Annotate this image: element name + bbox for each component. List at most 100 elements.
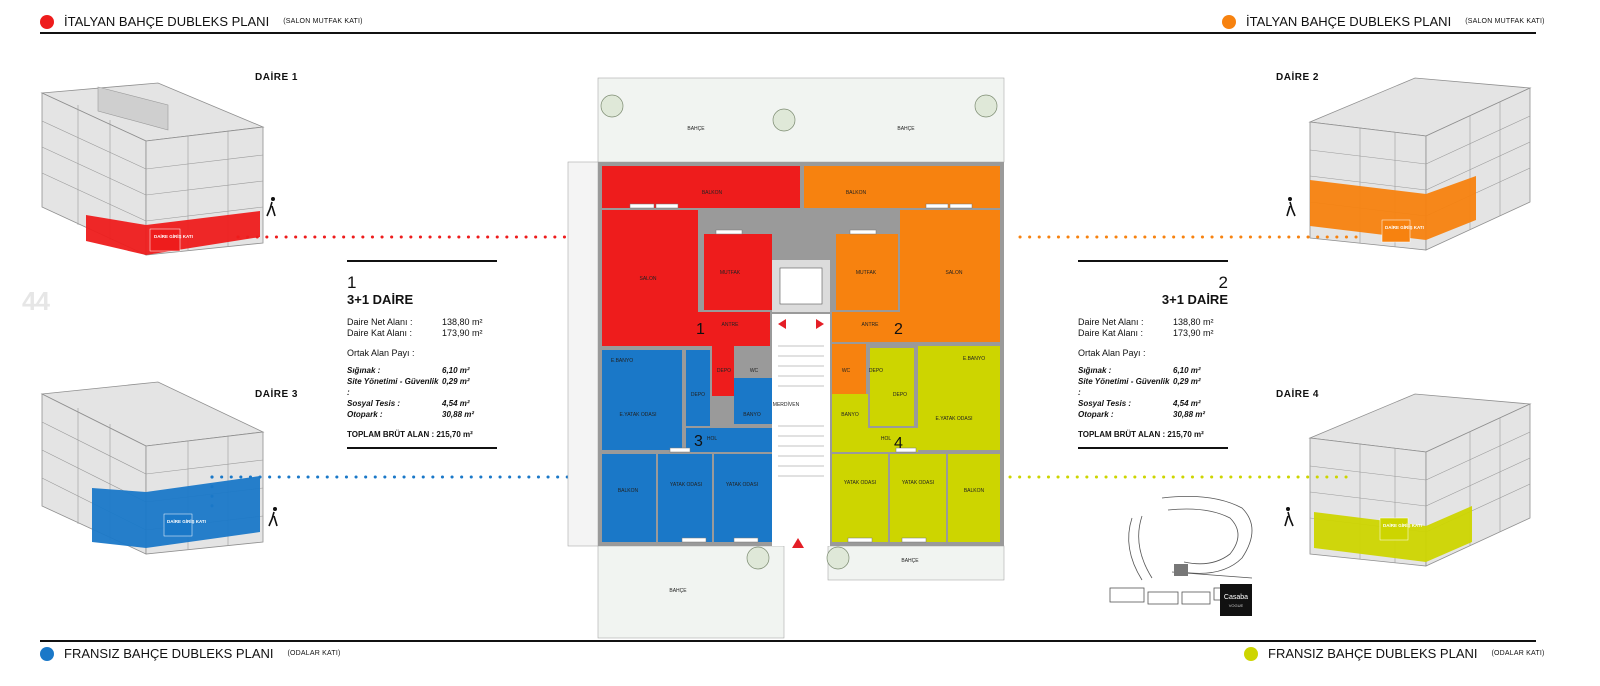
header-title: FRANSIZ BAHÇE DUBLEKS PLANI (1268, 646, 1478, 661)
header-bottom-left: FRANSIZ BAHÇE DUBLEKS PLANI (ODALAR KATI… (40, 646, 341, 661)
info-row-net: Daire Net Alanı :138,80 m² (347, 317, 497, 328)
legend-dot-yellow (1244, 646, 1258, 661)
info-label: Daire Net Alanı : (1078, 317, 1144, 327)
entry-label: DAİRE GİRİŞ KATI (154, 233, 193, 239)
room-label-bahce: BAHÇE (901, 558, 919, 564)
unit-label-daire4: DAİRE 4 (1276, 389, 1319, 400)
room-label-balkon: BALKON (702, 190, 723, 196)
unit-number-2: 2 (894, 321, 903, 338)
entry-label: DAİRE GİRİŞ KATI (167, 518, 206, 524)
info-row-item: Site Yönetimi - Güvenlik :0,29 m² (347, 376, 497, 398)
page-number: 44 (22, 286, 50, 316)
room-label-banyo: BANYO (743, 412, 761, 418)
person-figure (1286, 197, 1296, 217)
info-total: TOPLAM BRÜT ALAN : 215,70 m² (347, 430, 473, 439)
header-subtitle: (SALON MUTFAK KATI) (1465, 18, 1545, 25)
room-label-e-yatak: E.YATAK ODASI (936, 416, 973, 422)
unit-number-3: 3 (694, 433, 703, 450)
info-label: Daire Kat Alanı : (347, 328, 413, 338)
info-top-rule (347, 260, 497, 262)
info-value: 30,88 m² (1173, 410, 1206, 419)
info-label: Sosyal Tesis : (347, 399, 401, 408)
person-figure (1284, 507, 1294, 527)
room-label-mutfak: MUTFAK (720, 270, 741, 276)
header-title: FRANSIZ BAHÇE DUBLEKS PLANI (64, 646, 274, 661)
room-label-yatak: YATAK ODASI (844, 480, 876, 486)
info-value: 0,29 m² (1173, 377, 1201, 386)
room-label-yatak: YATAK ODASI (726, 482, 758, 488)
room-label-salon: SALON (640, 276, 657, 282)
info-value: 138,80 m² (442, 317, 483, 327)
axonometric-building-daire2: DAİRE GİRİŞ KATI (1308, 77, 1532, 251)
info-panel-daire1: 1 3+1 DAİRE Daire Net Alanı :138,80 m² D… (347, 260, 497, 449)
entry-label: DAİRE GİRİŞ KATI (1383, 522, 1422, 528)
room-label-bahce: BAHÇE (687, 126, 705, 132)
room-label-yatak: YATAK ODASI (902, 480, 934, 486)
room-label-wc: WC (750, 368, 759, 374)
left-strip (567, 161, 599, 547)
room-label-salon: SALON (946, 270, 963, 276)
room-label-balkon: BALKON (846, 190, 867, 196)
header-bottom-right: FRANSIZ BAHÇE DUBLEKS PLANI (ODALAR KATI… (1244, 646, 1545, 661)
info-row-item: Otopark : 30,88 m² (1078, 409, 1228, 420)
info-bottom-rule (1078, 447, 1228, 449)
info-unit-number: 1 (347, 273, 357, 292)
header-subtitle: (SALON MUTFAK KATI) (283, 18, 363, 25)
info-label: Site Yönetimi - Güvenlik : (1078, 377, 1170, 397)
info-value: 30,88 m² (442, 410, 475, 419)
info-bottom-rule (347, 447, 497, 449)
arrow-left-icon (778, 319, 786, 329)
info-value: 6,10 m² (442, 366, 470, 375)
info-row-kat: Daire Kat Alanı :173,90 m² (347, 328, 497, 339)
legend-dot-orange (1222, 14, 1236, 29)
svg-text:VOGUE: VOGUE (1229, 603, 1244, 608)
room-label-e-banyo: E.BANYO (963, 356, 985, 362)
room-label-mutfak: MUTFAK (856, 270, 877, 276)
info-label: Sosyal Tesis : (1078, 399, 1132, 408)
person-figure (268, 507, 278, 527)
room-label-depo: DEPO (893, 392, 907, 398)
room-label-e-banyo: E.BANYO (611, 358, 633, 364)
arrow-right-icon (816, 319, 824, 329)
room-label-hol: HOL (707, 436, 718, 442)
legend-dot-blue (40, 646, 54, 661)
info-value: 4,54 m² (442, 399, 470, 408)
room-label-bahce: BAHÇE (897, 126, 915, 132)
info-label: Site Yönetimi - Güvenlik : (347, 377, 439, 397)
site-plan-map (1109, 495, 1253, 605)
header-subtitle: (ODALAR KATI) (287, 650, 341, 657)
info-value: 173,90 m² (1173, 328, 1214, 338)
room-label-balkon: BALKON (618, 488, 639, 494)
room-label-depo: DEPO (717, 368, 731, 374)
tree-icon (600, 94, 998, 570)
info-top-rule (1078, 260, 1228, 262)
header-subtitle: (ODALAR KATI) (1491, 650, 1545, 657)
floor-plan: BAHÇE BAHÇE BAHÇE BAHÇE BALKON BALKON BA… (567, 77, 1005, 639)
room-label-antre: ANTRE (722, 322, 740, 328)
info-label: Sığınak : (347, 366, 381, 375)
unit-label-daire1: DAİRE 1 (255, 72, 298, 83)
info-row-net: Daire Net Alanı :138,80 m² (1078, 317, 1228, 328)
brand-logo: Casaba VOGUE (1220, 584, 1252, 616)
info-row-kat: Daire Kat Alanı :173,90 m² (1078, 328, 1228, 339)
room-label-hol: HOL (881, 436, 892, 442)
room-label-depo: DEPO (691, 392, 705, 398)
axonometric-building-daire3: DAİRE GİRİŞ KATI (40, 381, 265, 555)
info-value: 4,54 m² (1173, 399, 1201, 408)
info-unit-type: 3+1 DAİRE (347, 292, 414, 307)
info-row-item: Sığınak :6,10 m² (1078, 365, 1228, 376)
info-total: TOPLAM BRÜT ALAN : 215,70 m² (1078, 430, 1204, 439)
entry-label: DAİRE GİRİŞ KATI (1385, 224, 1424, 230)
info-row-item: Site Yönetimi - Güvenlik :0,29 m² (1078, 376, 1228, 398)
header-top-right: İTALYAN BAHÇE DUBLEKS PLANI (SALON MUTFA… (1222, 14, 1545, 29)
axonometric-building-daire1: DAİRE GİRİŞ KATI (40, 82, 265, 256)
header-title: İTALYAN BAHÇE DUBLEKS PLANI (1246, 14, 1452, 29)
info-value: 6,10 m² (1173, 366, 1201, 375)
svg-text:Casaba: Casaba (1224, 594, 1248, 601)
legend-dot-red (40, 14, 54, 29)
top-rule (40, 32, 1536, 34)
unit-number-1: 1 (696, 321, 705, 338)
header-title: İTALYAN BAHÇE DUBLEKS PLANI (64, 14, 270, 29)
room-label-bahce: BAHÇE (669, 588, 687, 594)
info-label: Otopark : (1078, 410, 1114, 419)
